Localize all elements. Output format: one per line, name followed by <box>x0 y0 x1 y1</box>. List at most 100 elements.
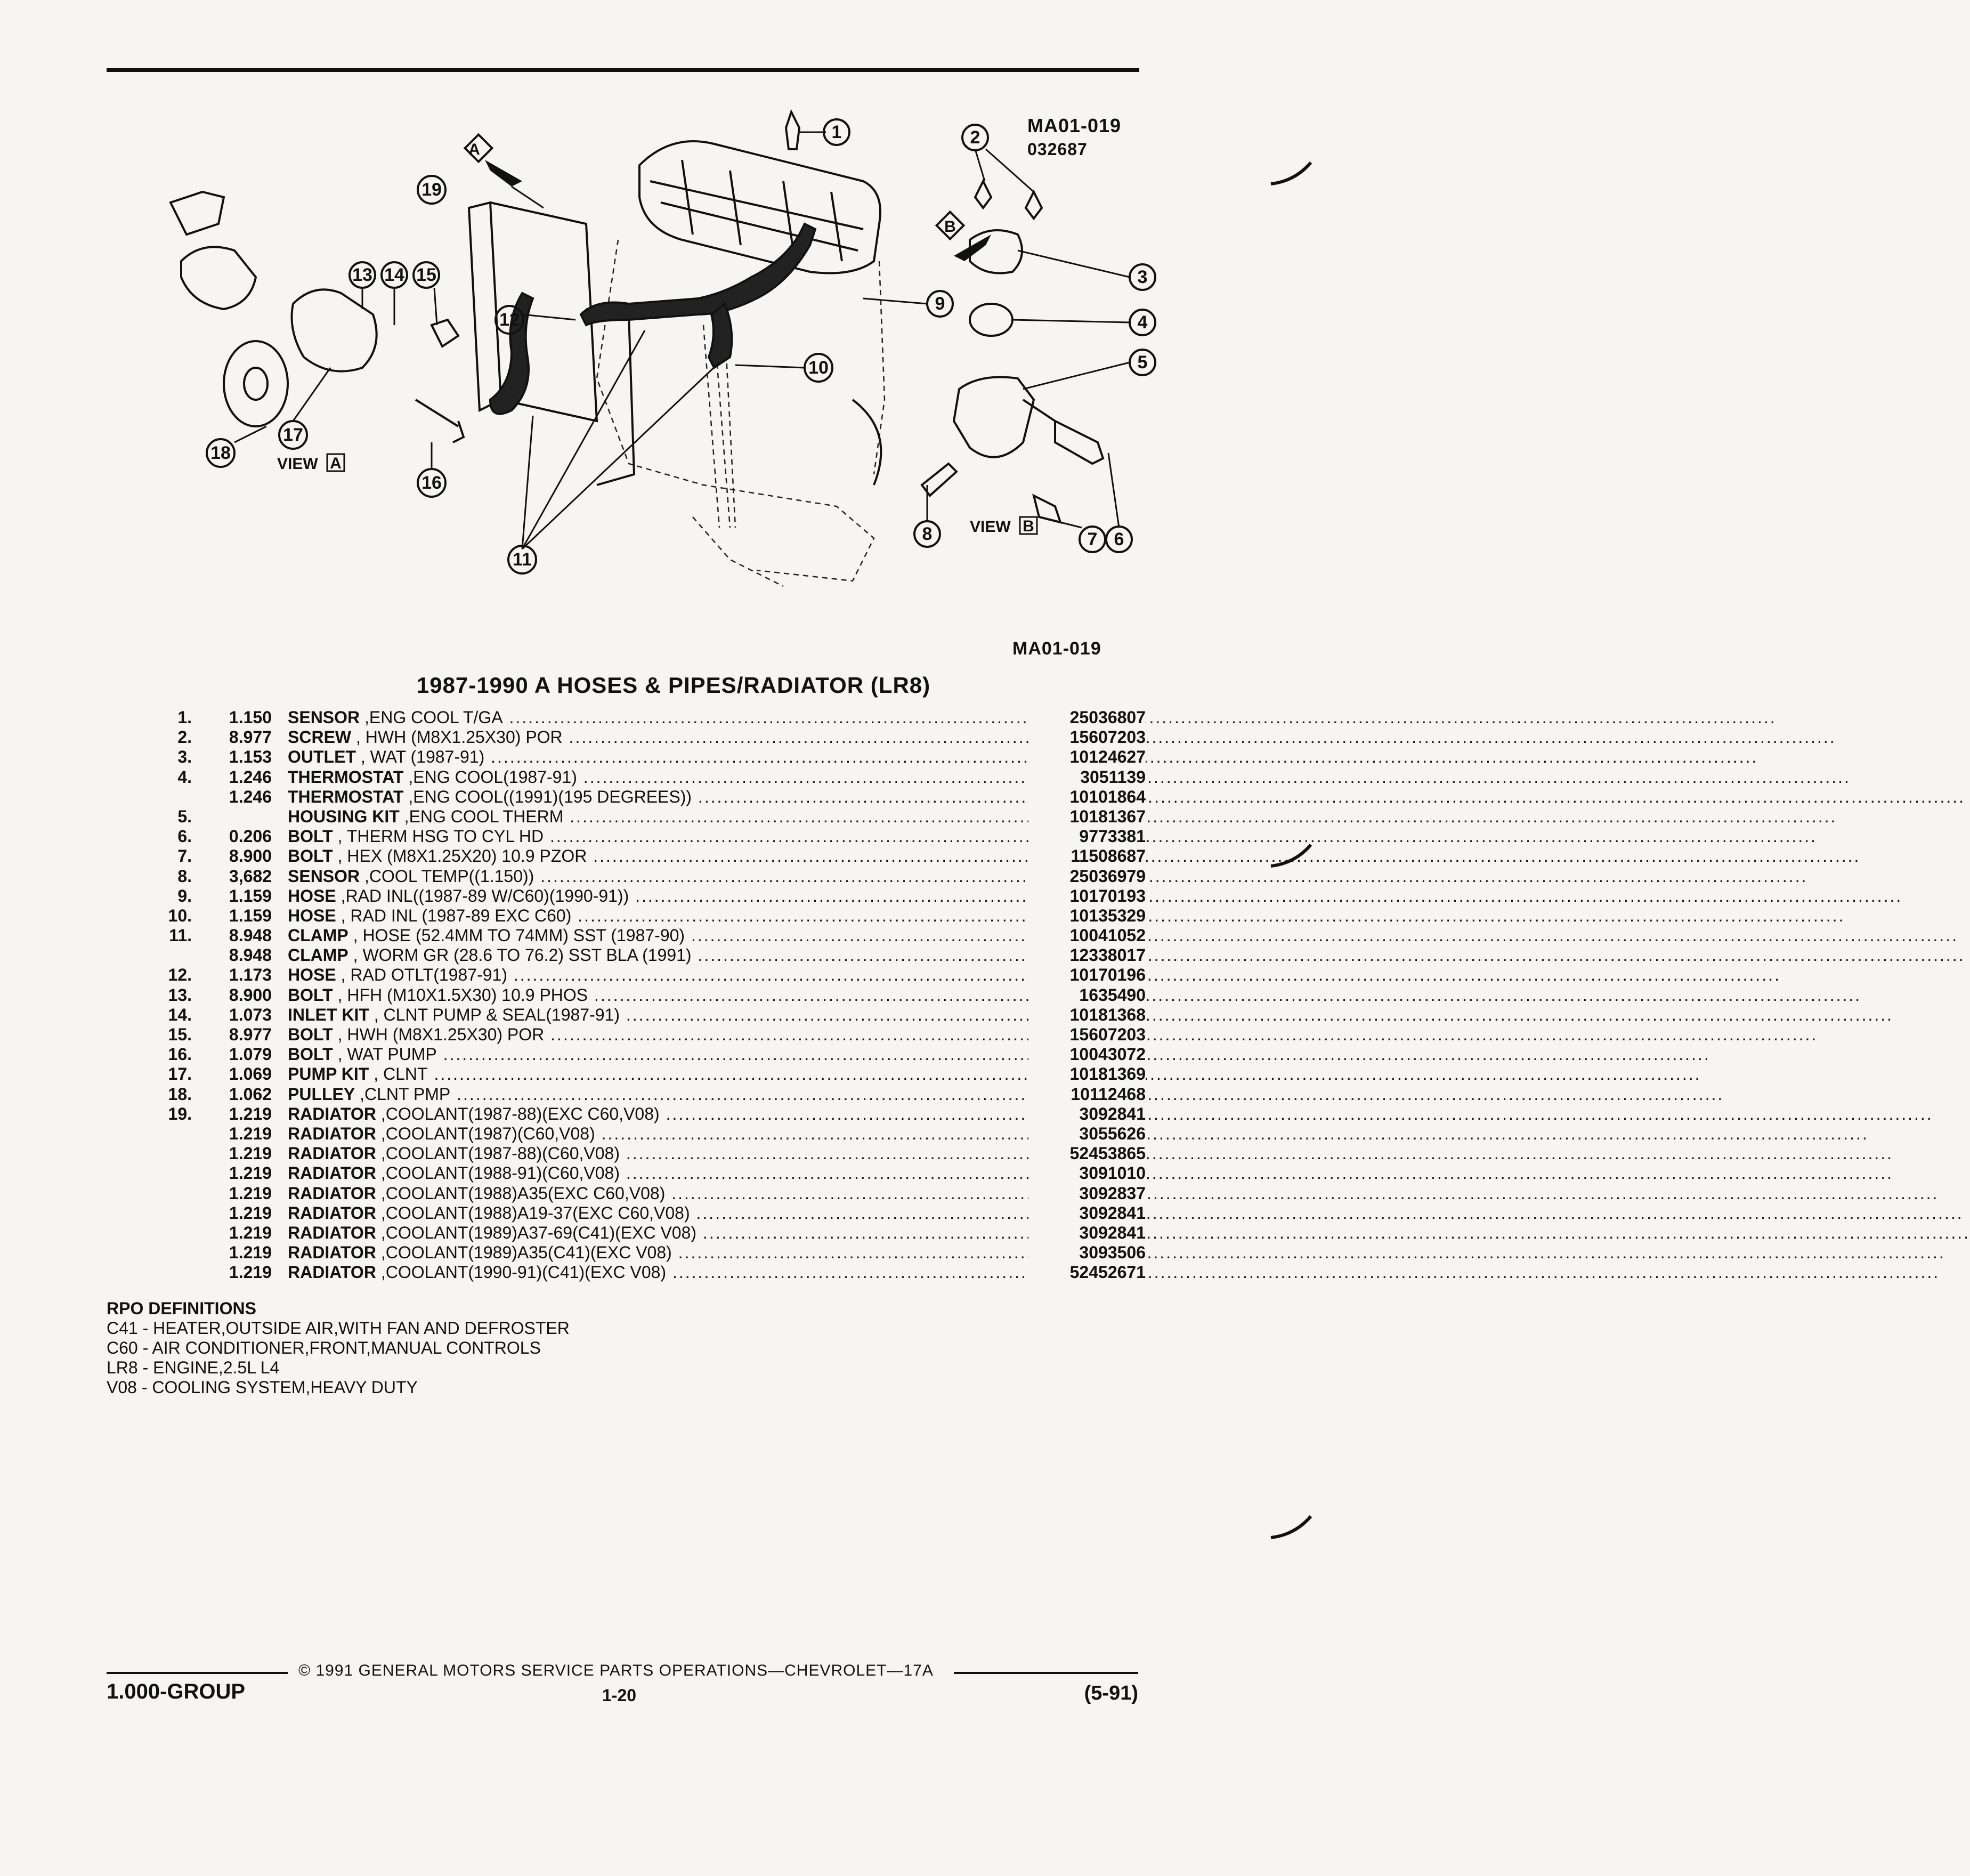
svg-text:B: B <box>1023 517 1034 535</box>
item-number: 13. <box>168 985 192 1005</box>
svg-text:11: 11 <box>513 549 532 570</box>
callout-3: 3 <box>1129 263 1156 291</box>
svg-text:6: 6 <box>1114 529 1124 549</box>
part-name: BOLT <box>288 846 333 866</box>
top-rule <box>107 68 1139 72</box>
part-name: BOLT <box>288 985 333 1005</box>
item-number: 6. <box>177 827 192 846</box>
figure-number: 8.900 <box>229 985 272 1005</box>
part-name: SENSOR <box>288 708 360 727</box>
figure-number: 1.219 <box>229 1163 272 1183</box>
part-name: BOLT <box>288 1045 333 1064</box>
figure-number: 1.062 <box>229 1084 272 1104</box>
figure-number: 1.219 <box>229 1104 272 1123</box>
parts-row: 19. 1.219 RADIATOR ,COOLANT(1987-88)(EXC C… <box>155 1104 1933 1124</box>
part-name: PULLEY <box>288 1084 355 1104</box>
item-number: 2. <box>177 727 192 747</box>
part-name: RADIATOR <box>288 1183 376 1203</box>
part-description: RADIATOR ,COOLANT(1990-91)(C41)(EXC V08) <box>288 1263 1940 1282</box>
item-number: 17. <box>168 1064 192 1084</box>
part-number: 15607203 <box>1028 1025 1146 1045</box>
figure-number: 3,682 <box>229 866 272 886</box>
part-number: 52452671 <box>1028 1263 1146 1283</box>
rpo-item: C41 - HEATER,OUTSIDE AIR,WITH FAN AND DE… <box>107 1319 570 1338</box>
figure-number: 1.153 <box>229 747 272 767</box>
figure-number: 8.900 <box>229 846 272 866</box>
part-description: RADIATOR ,COOLANT(1988)A35(EXC C60,V08) <box>288 1183 1939 1203</box>
part-description: RADIATOR ,COOLANT(1988)A19-37(EXC C60,V0… <box>288 1203 1964 1223</box>
part-name: RADIATOR <box>288 1104 376 1123</box>
svg-text:13: 13 <box>352 265 372 285</box>
figure-number: 1.219 <box>229 1183 272 1203</box>
part-detail: ,COOLANT(1989)A35(C41)(EXC V08) <box>376 1243 1945 1262</box>
part-number: 3093506 <box>1028 1243 1146 1263</box>
figure-number: 0.206 <box>229 827 272 846</box>
part-name: CLAMP <box>288 926 348 945</box>
part-number: 12338017 <box>1028 945 1146 966</box>
svg-text:A: A <box>468 141 480 158</box>
part-description: HOSE , RAD OTLT(1987-91) <box>288 965 1781 985</box>
part-detail: ,ENG COOL((1991)(195 DEGREES)) <box>403 787 1965 806</box>
margin-mark <box>1270 1515 1312 1539</box>
footer-group: 1.000-GROUP <box>107 1680 246 1703</box>
item-number: 15. <box>168 1025 192 1044</box>
svg-text:5: 5 <box>1138 352 1148 373</box>
revision-date: (5-91) <box>1084 1682 1138 1704</box>
svg-text:2: 2 <box>970 127 980 148</box>
view-a-label: VIEW A <box>277 453 345 473</box>
view-b-label: VIEW B <box>970 516 1038 536</box>
part-name: RADIATOR <box>288 1203 376 1223</box>
callout-6: 6 <box>1105 525 1133 553</box>
footer-copyright: © 1991 GENERAL MOTORS SERVICE PARTS OPER… <box>298 1662 934 1679</box>
part-description: BOLT , HEX (M8X1.25X20) 10.9 PZOR <box>288 846 1860 866</box>
part-description: RADIATOR ,COOLANT(1987-88)(EXC C60,V08) <box>288 1104 1933 1124</box>
svg-text:B: B <box>944 218 956 236</box>
callout-7: 7 <box>1079 525 1106 553</box>
part-description: CLAMP , HOSE (52.4MM TO 74MM) SST (1987-… <box>288 926 1958 945</box>
hoses-drawing <box>489 222 817 415</box>
part-number: 25036807 <box>1028 708 1146 728</box>
part-number: 3092837 <box>1028 1183 1146 1203</box>
part-number: 3092841 <box>1028 1203 1146 1223</box>
part-description: THERMOSTAT ,ENG COOL((1991)(195 DEGREES)… <box>288 787 1965 807</box>
part-name: PUMP KIT <box>288 1064 369 1084</box>
item-number: 14. <box>168 1005 192 1024</box>
svg-text:10: 10 <box>808 358 829 378</box>
callout-13: 13 <box>348 261 376 289</box>
figure-number: 1.219 <box>229 1223 272 1242</box>
svg-text:15: 15 <box>416 265 436 285</box>
svg-text:18: 18 <box>210 443 231 463</box>
item-number: 8. <box>177 866 192 886</box>
figure-number: 1.159 <box>229 905 272 925</box>
item-number: 11. <box>169 926 192 945</box>
item-number: 10. <box>168 905 192 925</box>
part-number: 15607203 <box>1028 727 1146 748</box>
section-title: 1987-1990 A HOSES & PIPES/RADIATOR (LR8) <box>416 673 931 698</box>
item-number: 1. <box>177 708 192 727</box>
item-number: 19. <box>168 1104 192 1123</box>
part-description: SENSOR ,COOL TEMP((1.150)) <box>288 867 1807 886</box>
part-number: 25036979 <box>1028 866 1146 886</box>
callout-15: 15 <box>412 261 440 289</box>
part-name: RADIATOR <box>288 1123 376 1143</box>
figure-ref-top: MA01-019 <box>1027 115 1122 136</box>
view-arrows: A B <box>463 133 991 261</box>
callout-17: 17 <box>278 420 308 450</box>
svg-text:8: 8 <box>922 524 933 544</box>
callout-10: 10 <box>804 353 833 383</box>
part-number: 3092841 <box>1028 1104 1146 1124</box>
part-number: 1635490 <box>1028 985 1146 1005</box>
